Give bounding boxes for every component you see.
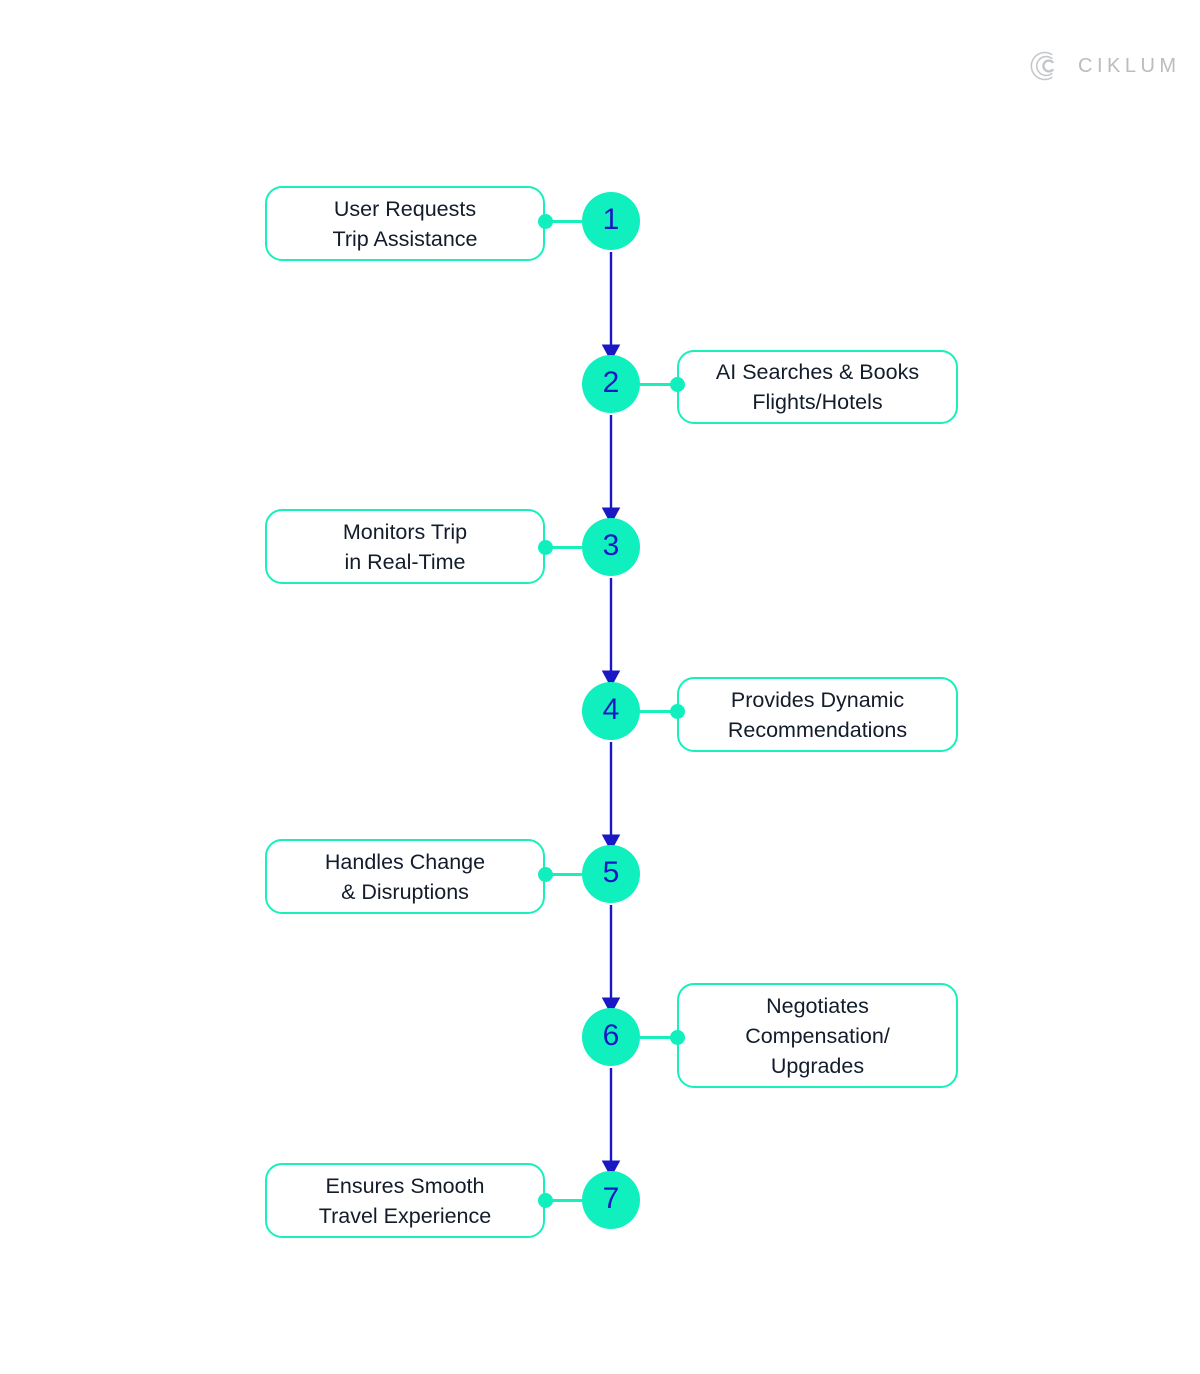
step-connector-dot-2: [670, 376, 685, 392]
step-connector-dot-3: [538, 539, 553, 555]
step-number-7: 7: [602, 1182, 620, 1215]
step-box-5[interactable]: Handles Change & Disruptions: [265, 839, 545, 914]
brand-name: CIKLUM: [1078, 55, 1181, 77]
step-box-6[interactable]: Negotiates Compensation/ Upgrades: [677, 983, 958, 1088]
ciklum-concentric-arcs-icon: [1030, 51, 1055, 81]
step-connector-line-5: [545, 872, 582, 876]
step-box-2[interactable]: AI Searches & Books Flights/Hotels: [677, 350, 958, 424]
step-connector-dot-1: [538, 213, 553, 229]
step-connector-dot-7: [538, 1192, 553, 1208]
step-connector-dot-5: [538, 866, 553, 882]
step-connector-line-4: [640, 709, 677, 713]
step-circle-7[interactable]: 7: [582, 1171, 640, 1229]
step-number-3: 3: [602, 529, 620, 562]
step-number-6: 6: [602, 1019, 620, 1052]
step-number-1: 1: [602, 203, 620, 236]
step-label-6: Negotiates Compensation/ Upgrades: [745, 993, 890, 1078]
step-connector-line-2: [640, 382, 677, 386]
step-connector-line-3: [545, 545, 582, 549]
brand-logo: CIKLUM: [1028, 48, 1181, 84]
step-circle-3[interactable]: 3: [582, 518, 640, 576]
step-circle-2[interactable]: 2: [582, 355, 640, 413]
step-connector-dot-4: [670, 703, 685, 719]
step-connector-line-1: [545, 219, 582, 223]
step-label-4: Provides Dynamic Recommendations: [727, 687, 908, 742]
step-circle-5[interactable]: 5: [582, 845, 640, 903]
step-number-2: 2: [602, 366, 620, 399]
step-label-1: User Requests Trip Assistance: [332, 196, 478, 251]
step-label-2: AI Searches & Books Flights/Hotels: [715, 360, 920, 414]
step-circle-1[interactable]: 1: [582, 192, 640, 250]
step-box-7[interactable]: Ensures Smooth Travel Experience: [265, 1163, 545, 1238]
step-number-4: 4: [602, 693, 620, 726]
step-connector-line-6: [640, 1035, 677, 1039]
step-label-3: Monitors Trip in Real-Time: [342, 519, 468, 574]
step-circle-4[interactable]: 4: [582, 682, 640, 740]
step-box-1[interactable]: User Requests Trip Assistance: [265, 186, 545, 261]
step-box-3[interactable]: Monitors Trip in Real-Time: [265, 509, 545, 584]
step-circle-6[interactable]: 6: [582, 1008, 640, 1066]
step-number-5: 5: [602, 856, 620, 889]
step-box-4[interactable]: Provides Dynamic Recommendations: [677, 677, 958, 752]
step-label-5: Handles Change & Disruptions: [324, 849, 486, 904]
step-connector-dot-6: [670, 1029, 685, 1045]
step-connector-line-7: [545, 1198, 582, 1202]
step-label-7: Ensures Smooth Travel Experience: [318, 1173, 492, 1228]
